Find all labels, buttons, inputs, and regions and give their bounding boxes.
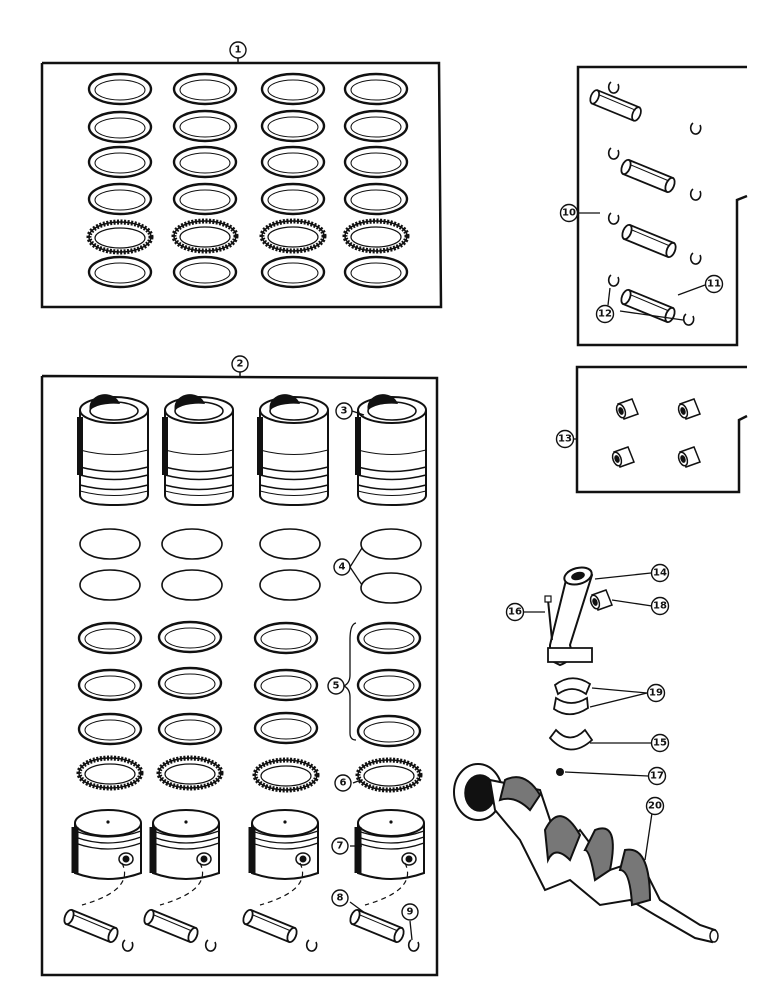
callout-17-label: 17 xyxy=(650,771,664,782)
callout-20-label: 20 xyxy=(648,801,662,812)
callout-2: 2 xyxy=(231,355,249,373)
pistons xyxy=(75,810,424,879)
bushing-kit-panel xyxy=(575,365,748,494)
callout-2-label: 2 xyxy=(237,359,244,370)
callout-11-label: 11 xyxy=(707,279,721,290)
callout-13: 13 xyxy=(555,429,575,449)
pin-snap-rings xyxy=(121,939,420,952)
callout-16-label: 16 xyxy=(508,607,522,618)
callout-10: 10 xyxy=(559,203,579,223)
callout-15: 15 xyxy=(650,733,670,753)
callout-12: 12 xyxy=(595,304,615,324)
callout-3: 3 xyxy=(335,402,353,420)
crankshaft xyxy=(453,763,719,944)
callout-14: 14 xyxy=(650,563,670,583)
callout-3-label: 3 xyxy=(341,406,348,417)
callout-19-label: 19 xyxy=(649,688,663,699)
callout-15-label: 15 xyxy=(653,738,667,749)
ring-set-panel xyxy=(40,56,443,309)
sleeve-piston-panel xyxy=(40,370,439,977)
callout-18: 18 xyxy=(650,596,670,616)
callout-11: 11 xyxy=(704,274,724,294)
callout-8: 8 xyxy=(331,889,349,907)
callout-1: 1 xyxy=(229,41,247,59)
callout-14-label: 14 xyxy=(653,568,667,579)
pin-dashed-guides xyxy=(81,862,409,906)
callout-9-label: 9 xyxy=(407,907,414,918)
callout-9: 9 xyxy=(401,903,419,921)
callout-10-label: 10 xyxy=(562,208,576,219)
compression-rings xyxy=(79,528,421,790)
connecting-rod-assembly xyxy=(544,566,613,776)
callout-4-label: 4 xyxy=(339,562,346,573)
cylinder-sleeves xyxy=(80,394,426,505)
callout-5: 5 xyxy=(327,677,345,695)
kit-snap-rings xyxy=(607,81,702,326)
callout-7-label: 7 xyxy=(337,841,344,852)
ring-set-grid xyxy=(89,72,407,289)
pin-kit-panel xyxy=(576,65,748,347)
callout-7: 7 xyxy=(331,837,349,855)
callout-1-label: 1 xyxy=(235,45,242,56)
callout-18-label: 18 xyxy=(653,601,667,612)
callout-6-label: 6 xyxy=(340,778,347,789)
callout-17: 17 xyxy=(647,766,667,786)
callout-4: 4 xyxy=(333,558,351,576)
callout-8-label: 8 xyxy=(337,893,344,904)
callout-20: 20 xyxy=(645,796,665,816)
callout-13-label: 13 xyxy=(558,434,572,445)
callout-6: 6 xyxy=(334,774,352,792)
callout-19: 19 xyxy=(646,683,666,703)
piston-pins xyxy=(61,907,407,945)
kit-pins xyxy=(587,88,679,325)
callout-16: 16 xyxy=(505,602,525,622)
callout-12-label: 12 xyxy=(598,309,612,320)
callout-5-label: 5 xyxy=(333,681,340,692)
